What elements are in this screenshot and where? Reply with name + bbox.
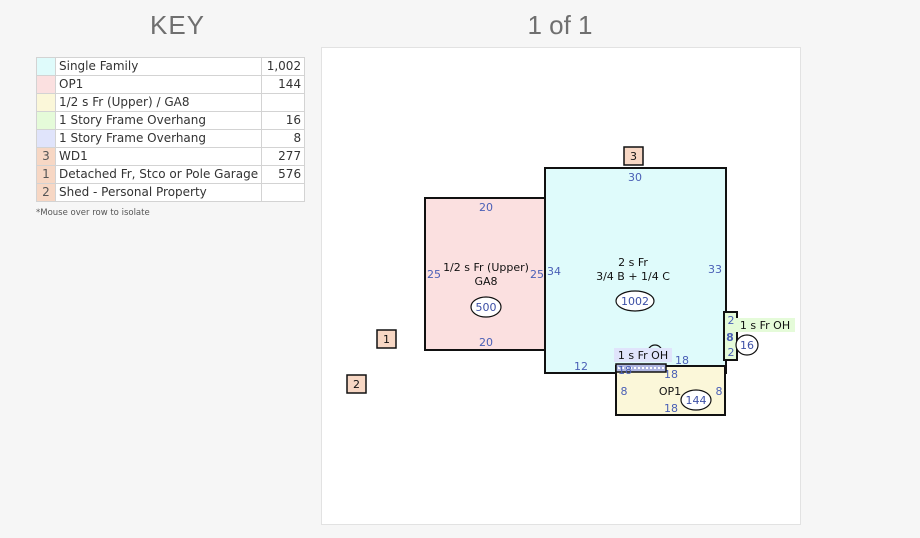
overhang-bottom-dim: 18 — [618, 364, 632, 377]
key-swatch — [36, 75, 56, 94]
overhang-right-dim-side: 8 — [726, 331, 734, 344]
marker-wd1[interactable]: 3 — [623, 146, 644, 166]
key-row-value: 277 — [261, 147, 306, 166]
key-row-value — [261, 183, 306, 202]
key-row-value: 8 — [261, 129, 306, 148]
key-row-value: 144 — [261, 75, 306, 94]
key-row-label[interactable]: 1 Story Frame Overhang — [54, 111, 263, 130]
porch-label: OP1 — [659, 385, 681, 398]
house-shape[interactable] — [544, 167, 727, 374]
key-row-value: 16 — [261, 111, 306, 130]
garage-dim-left: 25 — [427, 268, 441, 281]
porch-section[interactable]: 8 8 18 18 OP1 144 — [615, 365, 726, 416]
marker-wd1-label: 3 — [630, 150, 637, 163]
sketch-drawing: 20 20 25 25 1/2 s Fr (Upper) GA8 500 30 … — [346, 146, 795, 416]
porch-dim-left: 8 — [621, 385, 628, 398]
garage-label-line2: GA8 — [474, 275, 497, 288]
garage-dim-bottom: 20 — [479, 336, 493, 349]
key-row-label[interactable]: OP1 — [54, 75, 263, 94]
overhang-right-shape[interactable] — [723, 311, 738, 361]
house-label-line1: 2 s Fr — [618, 256, 648, 269]
key-row-label[interactable]: Detached Fr, Stco or Pole Garage — [54, 165, 263, 184]
key-swatch: 2 — [36, 183, 56, 202]
house-dim-left: 34 — [547, 265, 561, 278]
porch-area: 144 — [686, 394, 707, 407]
porch-area-oval — [680, 389, 712, 411]
marker-shed-label: 2 — [353, 378, 360, 391]
key-row-label[interactable]: 1 Story Frame Overhang — [54, 129, 263, 148]
porch-dim-top: 18 — [664, 368, 678, 381]
sketch-canvas: 20 20 25 25 1/2 s Fr (Upper) GA8 500 30 … — [321, 47, 801, 525]
house-area-oval — [615, 290, 655, 312]
garage-dim-right: 25 — [530, 268, 544, 281]
garage-area-oval — [470, 296, 502, 318]
house-dim-bottom-left: 12 — [574, 360, 588, 373]
key-row-label[interactable]: Shed - Personal Property — [54, 183, 263, 202]
overhang-right-dim-top: 2 — [728, 314, 735, 327]
porch-dim-right: 8 — [716, 385, 723, 398]
key-row[interactable]: 1/2 s Fr (Upper) / GA8 — [36, 93, 306, 112]
porch-dim-bottom: 18 — [664, 402, 678, 415]
garage-section[interactable]: 20 20 25 25 1/2 s Fr (Upper) GA8 500 — [424, 197, 548, 351]
marker-garage-detached[interactable]: 1 — [376, 329, 397, 349]
key-swatch — [36, 129, 56, 148]
garage-shape[interactable] — [424, 197, 548, 351]
overhang-bottom-shape[interactable] — [615, 363, 667, 373]
house-label-line2: 3/4 B + 1/4 C — [596, 270, 670, 283]
overhang-bottom-label: 1 s Fr OH — [618, 349, 668, 362]
key-row-label[interactable]: Single Family — [54, 57, 263, 76]
house-dim-right: 33 — [708, 263, 722, 276]
key-swatch — [36, 93, 56, 112]
overhang-right-dim-bottom: 2 — [728, 346, 735, 359]
house-dim-top: 30 — [628, 171, 642, 184]
garage-dim-top: 20 — [479, 201, 493, 214]
overhang-right-label: 1 s Fr OH — [740, 319, 790, 332]
overhang-bottom-label-bg — [614, 348, 672, 362]
garage-label-line1: 1/2 s Fr (Upper) — [443, 261, 529, 274]
key-note: *Mouse over row to isolate — [36, 208, 150, 218]
overhang-right-area: 16 — [740, 339, 754, 352]
overhang-right-area-oval — [735, 334, 759, 356]
key-row-label[interactable]: 1/2 s Fr (Upper) / GA8 — [54, 93, 263, 112]
overhang-right-label-bg — [736, 318, 795, 332]
key-row-value: 576 — [261, 165, 306, 184]
key-row-value — [261, 93, 306, 112]
key-swatch — [36, 57, 56, 76]
overhang-bottom-section[interactable]: 18 1 s Fr OH — [614, 348, 672, 377]
key-title: KEY — [149, 10, 206, 40]
key-row-value: 1,002 — [261, 57, 306, 76]
marker-shed[interactable]: 2 — [346, 374, 367, 394]
key-swatch: 1 — [36, 165, 56, 184]
marker-garage-detached-label: 1 — [383, 333, 390, 346]
key-row-label[interactable]: WD1 — [54, 147, 263, 166]
overhang-right-section[interactable]: 2 8 2 1 s Fr OH 16 — [723, 311, 795, 361]
house-area: 1002 — [621, 295, 649, 308]
house-dim-bottom-right: 18 — [675, 354, 689, 367]
key-swatch: 3 — [36, 147, 56, 166]
garage-area: 500 — [476, 301, 497, 314]
page-indicator: 1 of 1 — [527, 10, 593, 40]
key-swatch — [36, 111, 56, 130]
house-section[interactable]: 30 34 33 12 18 2 s Fr 3/4 B + 1/4 C 1002 — [544, 167, 727, 374]
